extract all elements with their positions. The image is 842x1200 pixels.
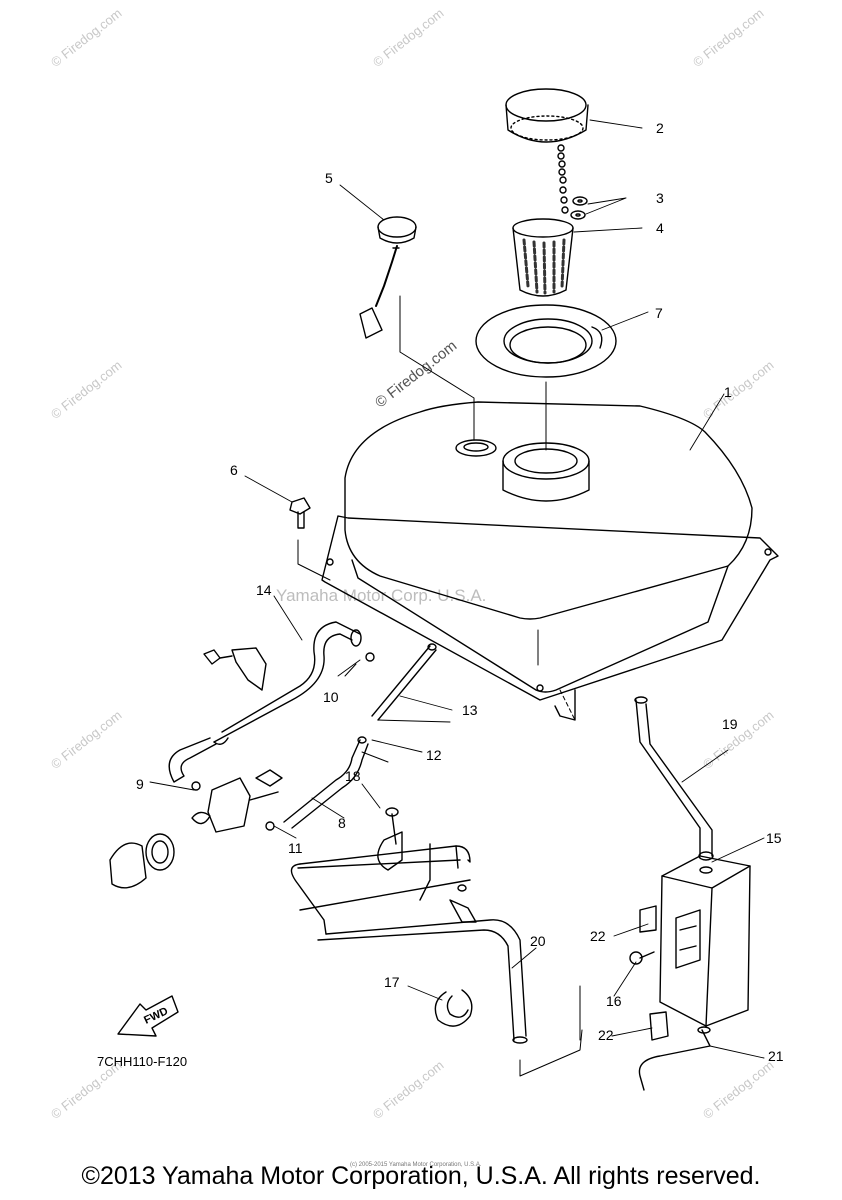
part-clip-10 <box>344 652 375 677</box>
callout-6: 6 <box>230 462 238 478</box>
corp-watermark: Yamaha Motor Corp. U.S.A. <box>276 586 487 605</box>
fwd-label: FWD <box>142 1005 170 1026</box>
callout-15: 15 <box>766 830 782 846</box>
callout-21: 21 <box>768 1048 784 1064</box>
part-fuel-cock <box>109 769 283 889</box>
callout-4: 4 <box>656 220 664 236</box>
callout-5: 5 <box>325 170 333 186</box>
callout-10: 10 <box>323 689 339 705</box>
part-hose-8 <box>283 736 389 829</box>
part-washers <box>570 196 588 220</box>
part-bolt <box>289 497 331 581</box>
tiny-copyright: (c) 2005-2015 Yamaha Motor Corporation, … <box>350 1162 482 1168</box>
callout-22-lower: 22 <box>598 1027 614 1043</box>
copyright-footer: ©2013 Yamaha Motor Corporation, U.S.A. A… <box>81 1162 761 1190</box>
part-fuel-cock-bracket <box>203 647 267 691</box>
callout-9: 9 <box>136 776 144 792</box>
part-hose-21 <box>638 1026 711 1091</box>
part-filler-seal <box>475 304 617 378</box>
part-drain-pipe <box>371 643 451 723</box>
part-fuel-hose <box>168 621 362 783</box>
part-fuel-tank <box>321 381 779 721</box>
part-cap-chain <box>557 144 569 214</box>
part-fuel-gauge <box>359 216 475 441</box>
callout-20: 20 <box>530 933 546 949</box>
fwd-arrow-icon: FWD <box>117 995 179 1037</box>
callout-13: 13 <box>462 702 478 718</box>
callout-7: 7 <box>655 305 663 321</box>
diagram-code: 7CHH110-F120 <box>97 1054 188 1069</box>
callout-2: 2 <box>656 120 664 136</box>
callout-16: 16 <box>606 993 622 1009</box>
callout-8: 8 <box>338 815 346 831</box>
callout-11: 11 <box>288 840 303 856</box>
callout-22-upper: 22 <box>590 928 606 944</box>
callout-1: 1 <box>724 384 732 400</box>
callout-19: 19 <box>722 716 738 732</box>
callout-17: 17 <box>384 974 400 990</box>
callout-18: 18 <box>345 768 361 784</box>
part-breather-hose <box>290 843 583 1077</box>
part-clamp-18 <box>377 807 403 871</box>
callout-14: 14 <box>256 582 272 598</box>
part-fuel-cap <box>505 88 589 143</box>
part-screw-16 <box>629 951 655 965</box>
leader-lines <box>149 119 765 1059</box>
callout-3: 3 <box>656 190 664 206</box>
part-canister <box>639 855 751 1041</box>
part-clip-17 <box>434 989 473 1027</box>
callout-12: 12 <box>426 747 442 763</box>
part-vent-pipe-19 <box>634 696 714 861</box>
part-strainer <box>512 218 574 297</box>
